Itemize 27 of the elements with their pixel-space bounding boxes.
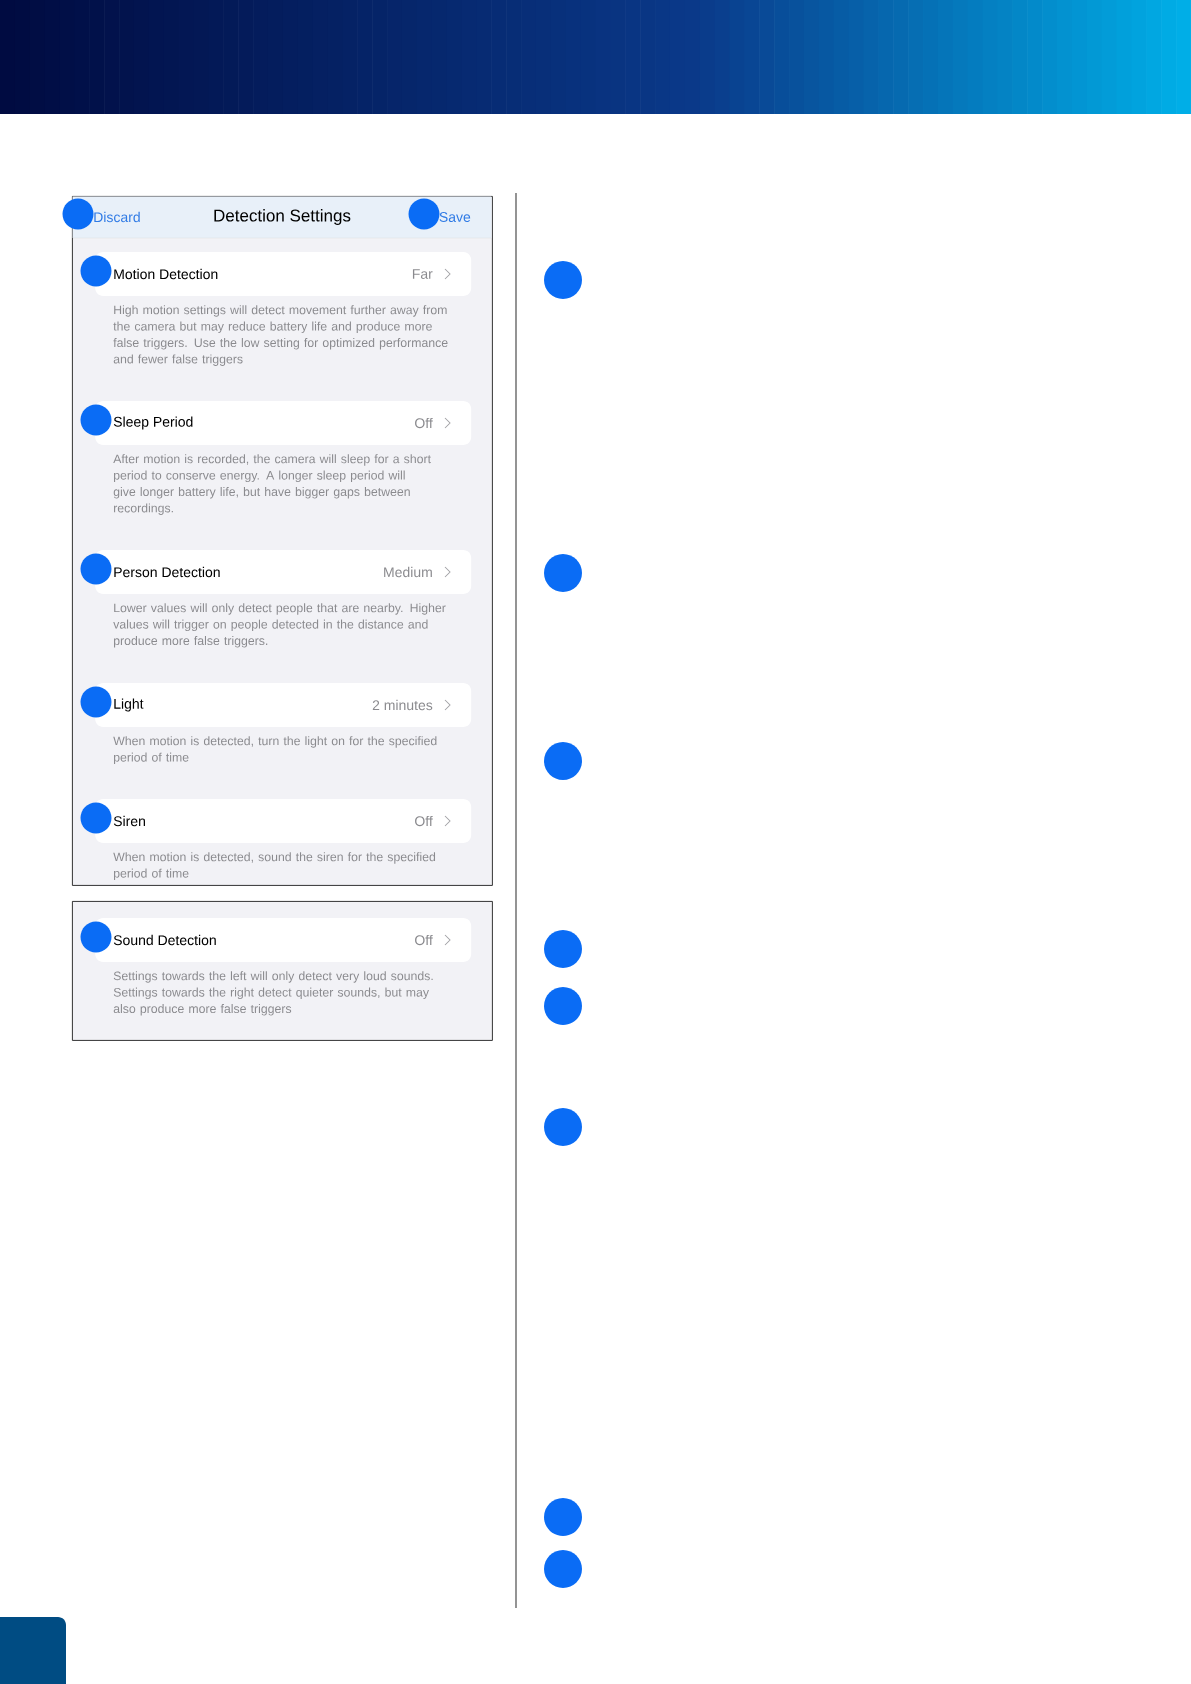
node-label: Far: [412, 269, 433, 279]
node-label: Motion Detection: [114, 268, 218, 280]
node-label: Off: [415, 934, 433, 946]
node-label: Sleep Period: [113, 416, 193, 430]
settings-row: Person Detection Medium: [95, 550, 472, 594]
setting-description: When motion is detected, turn the light on for the specified period of time: [113, 736, 437, 765]
setting-description: When motion is detected, sound the siren for the specified period of time: [113, 852, 436, 881]
save-link: Save: [439, 212, 471, 222]
setting-description: High motion settings will detect movement further away from the camera but may reduce battery life and produce more false triggers. Use the low setting for optimized performance and fewer false triggers: [113, 305, 448, 366]
screen-title: Detection Settings: [214, 209, 351, 225]
node-label: Medium: [384, 566, 432, 578]
settings-row: Light 2 minutes: [95, 683, 472, 727]
setting-description: After motion is recorded, the camera will sleep for a short period to conserve energy. A longer sleep period will give longer battery life, but have bigger gaps between recordings.: [113, 454, 431, 515]
node-label: Sound Detection: [113, 934, 216, 946]
node-label: Person Detection: [114, 566, 220, 578]
settings-row: Sleep Period Off: [95, 401, 472, 445]
node-label: Off: [415, 417, 433, 429]
node-label: Siren: [113, 815, 145, 827]
node-label: Light: [114, 698, 144, 712]
setting-description: Settings towards the left will only detect very loud sounds. Settings towards the right detect quieter sounds, but may also produce more false triggers: [113, 971, 433, 1016]
settings-row: Sound Detection Off: [95, 918, 472, 962]
settings-row: Motion Detection Far: [95, 252, 472, 296]
settings-row: Siren Off: [95, 799, 472, 843]
node-label: Off: [415, 815, 433, 827]
discard-link: Discard: [94, 211, 140, 223]
setting-description: Lower values will only detect people that are nearby. Higher values will trigger on people detected in the distance and produce more false triggers.: [113, 603, 446, 648]
node-label: 2 minutes: [372, 699, 433, 711]
